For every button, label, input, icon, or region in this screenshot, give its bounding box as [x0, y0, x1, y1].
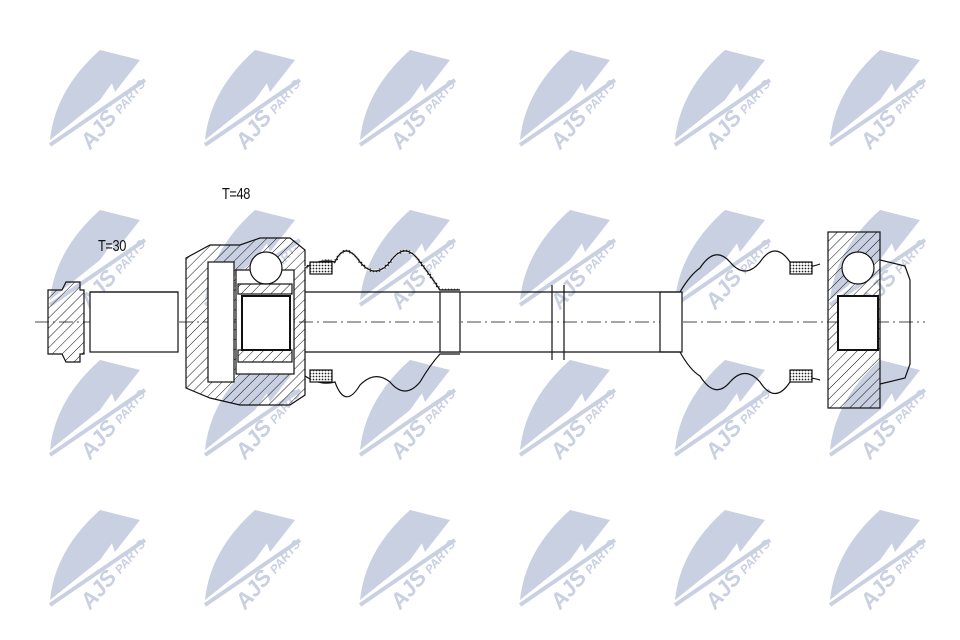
ajs-parts-watermark-icon: AJS PARTS [510, 490, 630, 615]
label-left-spline: T=30 [98, 238, 126, 255]
left-spline-end [47, 281, 179, 363]
ajs-parts-watermark-icon: AJS PARTS [510, 340, 630, 465]
ajs-parts-watermark-icon: AJS PARTS [820, 490, 940, 615]
ajs-parts-watermark-icon: AJS PARTS [510, 30, 630, 155]
ajs-parts-watermark-icon: AJS PARTS [350, 190, 470, 315]
ajs-parts-watermark-icon: AJS PARTS [665, 490, 785, 615]
right-boot [660, 250, 821, 395]
label-inner-joint: T=48 [222, 186, 250, 203]
ajs-parts-watermark-icon: AJS PARTS [665, 30, 785, 155]
ajs-parts-watermark-icon: AJS PARTS [195, 490, 315, 615]
ajs-parts-watermark-icon: AJS PARTS [820, 30, 940, 155]
left-cv-joint [185, 237, 306, 406]
ajs-parts-watermark-icon: AJS PARTS [350, 490, 470, 615]
left-boot [304, 249, 460, 398]
ajs-parts-watermark-icon: AJS PARTS [40, 340, 160, 465]
shaft [305, 285, 683, 360]
ajs-parts-watermark-icon: AJS PARTS [350, 30, 470, 155]
ajs-parts-watermark-icon: AJS PARTS [665, 340, 785, 465]
ajs-parts-watermark-icon: AJS PARTS [40, 190, 160, 315]
right-cv-joint [827, 231, 911, 409]
ajs-parts-watermark-icon: AJS PARTS [40, 30, 160, 155]
ajs-parts-watermark-icon: AJS PARTS [40, 490, 160, 615]
ajs-parts-watermark-icon: AJS PARTS [195, 30, 315, 155]
